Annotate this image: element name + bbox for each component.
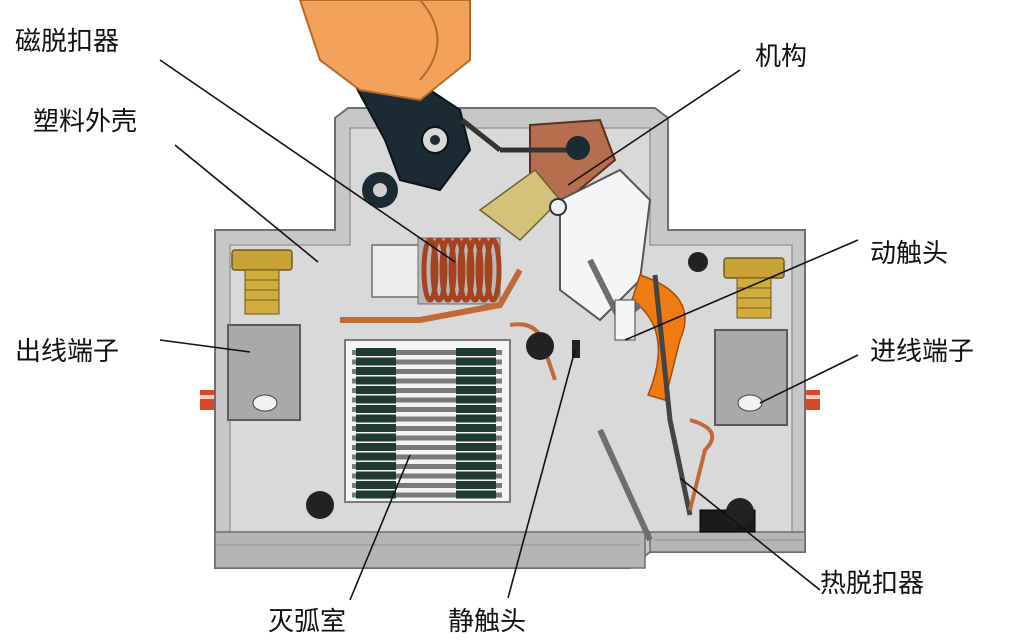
coil-turn bbox=[439, 237, 457, 303]
arc-plate-holder bbox=[456, 452, 496, 461]
arc-plate-holder bbox=[356, 348, 396, 356]
label-mechanism: 机构 bbox=[755, 42, 807, 72]
arc-plate bbox=[352, 388, 502, 393]
arc-plate bbox=[352, 492, 502, 498]
arc-plate-holder bbox=[456, 414, 496, 423]
coil-turn bbox=[484, 237, 502, 303]
arc-plate-holder bbox=[356, 471, 396, 480]
leader-mechanism bbox=[567, 69, 741, 186]
arc-plate-holder bbox=[456, 471, 496, 480]
arc-plate-holder bbox=[356, 395, 396, 404]
arc-plate bbox=[352, 350, 502, 355]
arc-plate-holder bbox=[456, 481, 496, 489]
arc-plate-holder bbox=[456, 443, 496, 451]
arc-plate-holder bbox=[356, 443, 396, 451]
arc-plate-holder bbox=[356, 462, 396, 470]
label-magnetic-trip: 磁脱扣器 bbox=[15, 27, 119, 57]
label-inlet-terminal: 进线端子 bbox=[870, 337, 974, 367]
coil-turn bbox=[475, 237, 493, 303]
outlet-terminal bbox=[227, 249, 301, 421]
arc-plate-holder bbox=[356, 424, 396, 432]
coil-turn bbox=[421, 237, 439, 303]
leader-static-contact bbox=[507, 349, 576, 599]
leader-moving-contact bbox=[624, 239, 859, 341]
label-static-contact: 静触头 bbox=[448, 607, 526, 637]
rivets bbox=[306, 252, 754, 526]
leader-lines bbox=[159, 59, 859, 601]
arc-plate-holder bbox=[456, 367, 496, 375]
label-thermal-trip: 热脱扣器 bbox=[820, 569, 924, 599]
moving-contact bbox=[587, 258, 686, 401]
coil-turn bbox=[430, 237, 448, 303]
inlet-terminal bbox=[714, 257, 788, 426]
arc-plate-holder bbox=[456, 376, 496, 385]
arc-plate bbox=[352, 445, 502, 450]
arc-chamber bbox=[344, 339, 511, 503]
magnetic-trip-coil bbox=[340, 237, 523, 323]
arc-plate bbox=[352, 378, 502, 384]
arc-plate-holder bbox=[356, 433, 396, 442]
arc-plate-holder bbox=[456, 386, 496, 394]
leader-plastic-housing bbox=[174, 144, 319, 263]
arc-plate-holder bbox=[456, 357, 496, 366]
arc-plate bbox=[352, 416, 502, 422]
leader-magnetic-trip bbox=[159, 59, 456, 263]
arc-plate-holder bbox=[356, 414, 396, 423]
operator-finger bbox=[298, 0, 471, 102]
arc-plate bbox=[352, 359, 502, 365]
arc-plate-holder bbox=[456, 424, 496, 432]
arc-plate-holder bbox=[356, 481, 396, 489]
leader-outlet-terminal bbox=[159, 339, 251, 353]
arc-plate-holder bbox=[456, 462, 496, 470]
arc-plate-holder bbox=[456, 348, 496, 356]
arc-plate bbox=[352, 464, 502, 469]
arc-plate bbox=[352, 483, 502, 488]
leader-arc-chamber bbox=[349, 454, 411, 601]
leader-thermal-trip bbox=[679, 477, 821, 591]
arc-plate-holder bbox=[356, 357, 396, 366]
arc-plate-holder bbox=[356, 386, 396, 394]
arc-plate-holder bbox=[456, 433, 496, 442]
arc-plate-holder bbox=[356, 376, 396, 385]
arc-plate-holder bbox=[356, 405, 396, 413]
label-plastic-housing: 塑料外壳 bbox=[33, 107, 137, 137]
arc-plate bbox=[352, 473, 502, 479]
coil-turn bbox=[457, 237, 475, 303]
leader-inlet-terminal bbox=[759, 354, 859, 404]
coil-turn bbox=[448, 237, 466, 303]
arc-plate-holder bbox=[456, 490, 496, 499]
label-arc-chamber: 灭弧室 bbox=[268, 607, 346, 637]
mechanism bbox=[478, 118, 652, 322]
arc-plate-holder bbox=[456, 395, 496, 404]
coil-turn bbox=[466, 237, 484, 303]
arc-plate bbox=[352, 397, 502, 403]
label-outlet-terminal: 出线端子 bbox=[15, 337, 119, 367]
arc-plate-holder bbox=[356, 490, 396, 499]
arc-plate bbox=[352, 426, 502, 431]
arc-plate bbox=[352, 454, 502, 460]
arc-plate bbox=[352, 435, 502, 441]
arc-plate-holder bbox=[456, 405, 496, 413]
arc-plate-holder bbox=[356, 367, 396, 375]
arc-plate-holder bbox=[356, 452, 396, 461]
arc-plate bbox=[352, 369, 502, 374]
label-moving-contact: 动触头 bbox=[870, 239, 948, 269]
arc-plate bbox=[352, 407, 502, 412]
